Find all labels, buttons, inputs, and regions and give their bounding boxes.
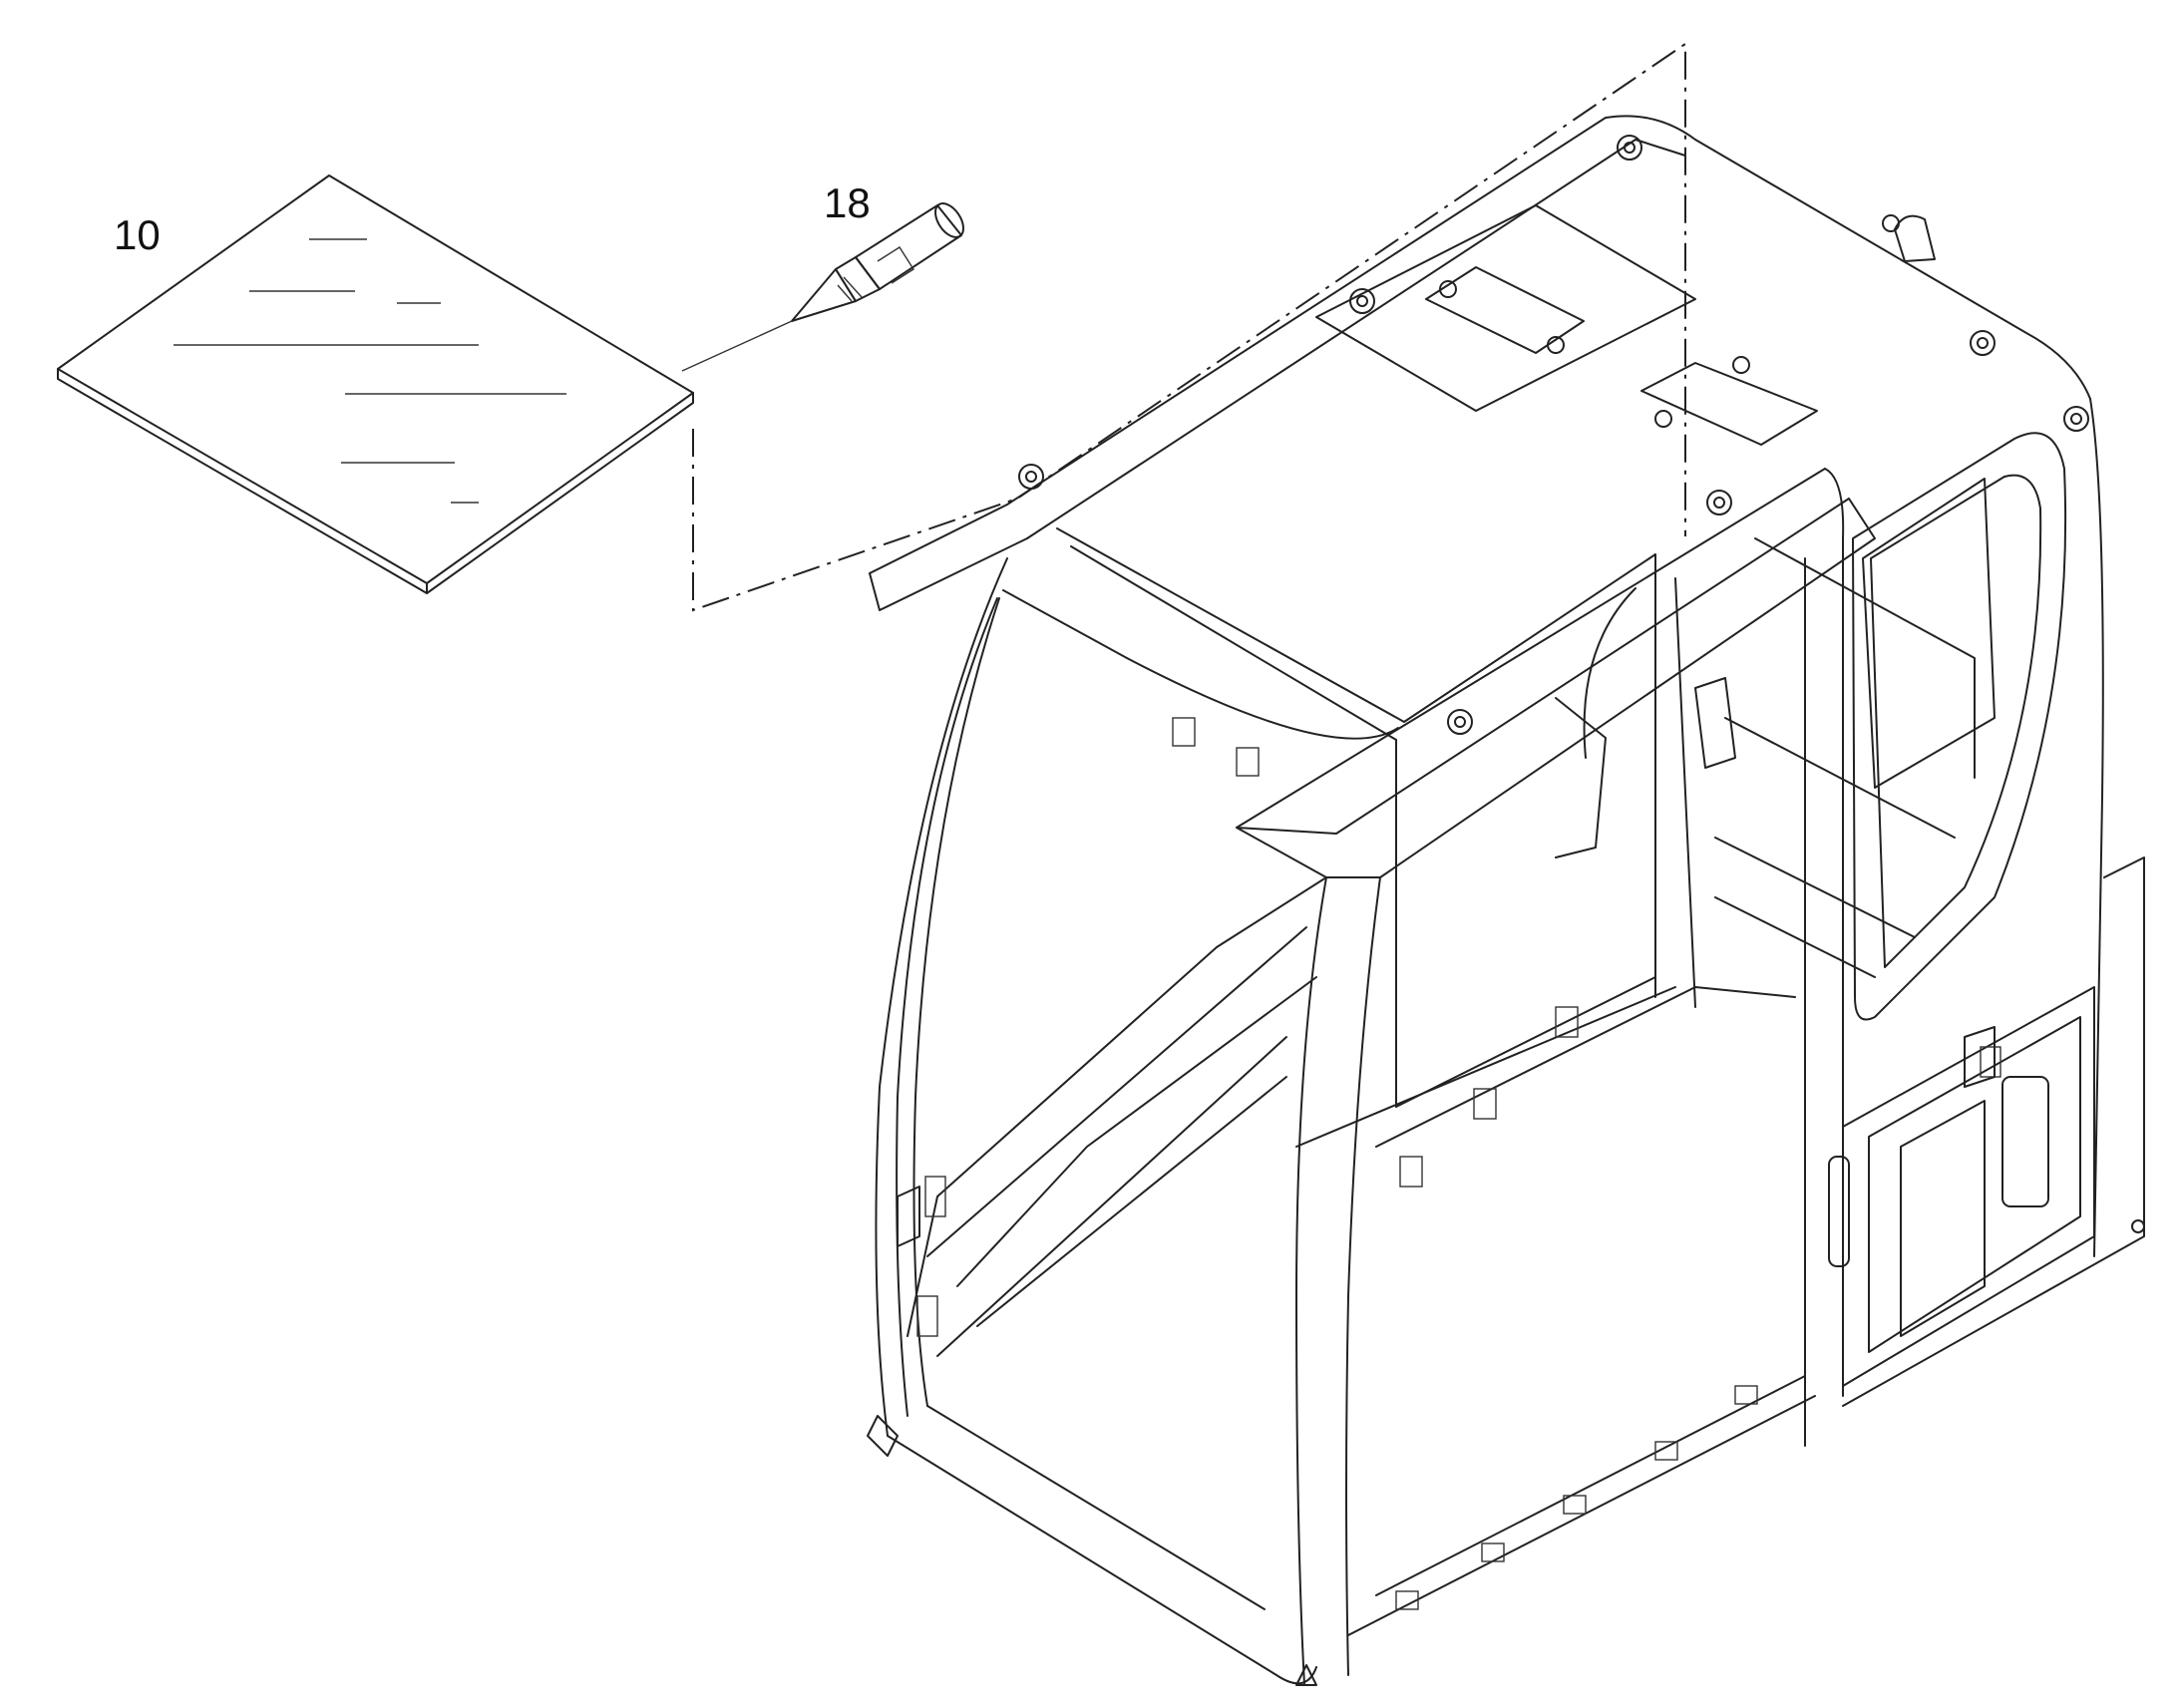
callout-18: 18 — [824, 179, 871, 226]
placement-outline — [692, 42, 1686, 612]
adhesive-tube — [681, 202, 965, 372]
cab-frame — [867, 115, 2145, 1686]
callout-10: 10 — [114, 211, 161, 258]
glass-panel — [57, 174, 694, 594]
